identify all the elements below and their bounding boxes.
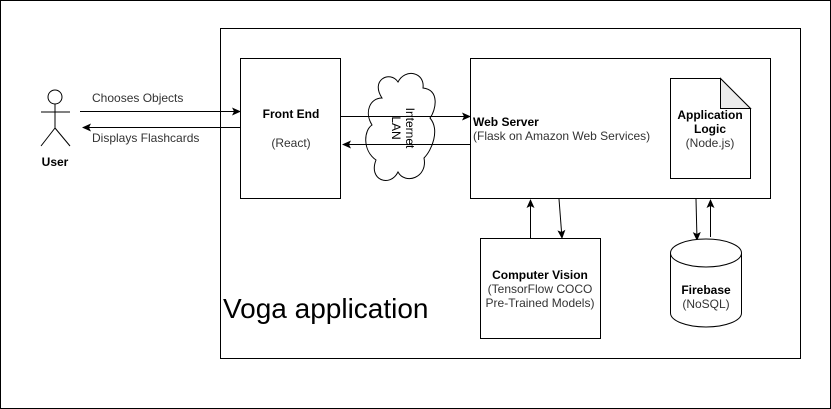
computer-vision-title: Computer Vision — [492, 268, 588, 282]
computer-vision-line3: Pre-Trained Models) — [486, 296, 595, 310]
app-logic-subtitle: (Node.js) — [686, 136, 735, 150]
actor-right-leg — [54, 127, 71, 147]
user-actor[interactable] — [40, 89, 71, 147]
firebase-subtitle: (NoSQL) — [682, 297, 729, 311]
web-server-subtitle: (Flask on Amazon Web Services) — [473, 129, 650, 143]
app-logic-line1: Application — [677, 108, 742, 122]
actor-head-icon — [47, 89, 63, 105]
edge-webserver-to-firebase[interactable] — [692, 198, 701, 241]
edge-label-chooses-objects: Chooses Objects — [92, 91, 183, 105]
page-fold-icon — [720, 77, 752, 109]
edge-label-displays-flashcards: Displays Flashcards — [92, 131, 199, 145]
edge-webserver-to-vision[interactable] — [557, 198, 566, 239]
computer-vision-line2: (TensorFlow COCO — [488, 282, 593, 296]
actor-left-leg — [40, 127, 56, 147]
front-end-node[interactable] — [240, 58, 341, 199]
firebase-node[interactable] — [670, 238, 742, 328]
application-logic-node[interactable] — [670, 77, 752, 179]
network-label-lan: LAN — [389, 116, 403, 139]
internet-cloud-icon[interactable] — [365, 73, 436, 182]
web-server-title: Web Server — [473, 115, 539, 129]
actor-label: User — [42, 155, 69, 169]
network-label-internet: Internet — [403, 108, 417, 149]
firebase-title: Firebase — [681, 283, 731, 297]
app-logic-line2: Logic — [694, 122, 726, 136]
front-end-subtitle: (React) — [271, 136, 310, 150]
container-title: Voga application — [223, 293, 429, 324]
computer-vision-node[interactable] — [480, 238, 601, 339]
database-top-icon — [670, 238, 742, 268]
front-end-title: Front End — [263, 107, 320, 121]
